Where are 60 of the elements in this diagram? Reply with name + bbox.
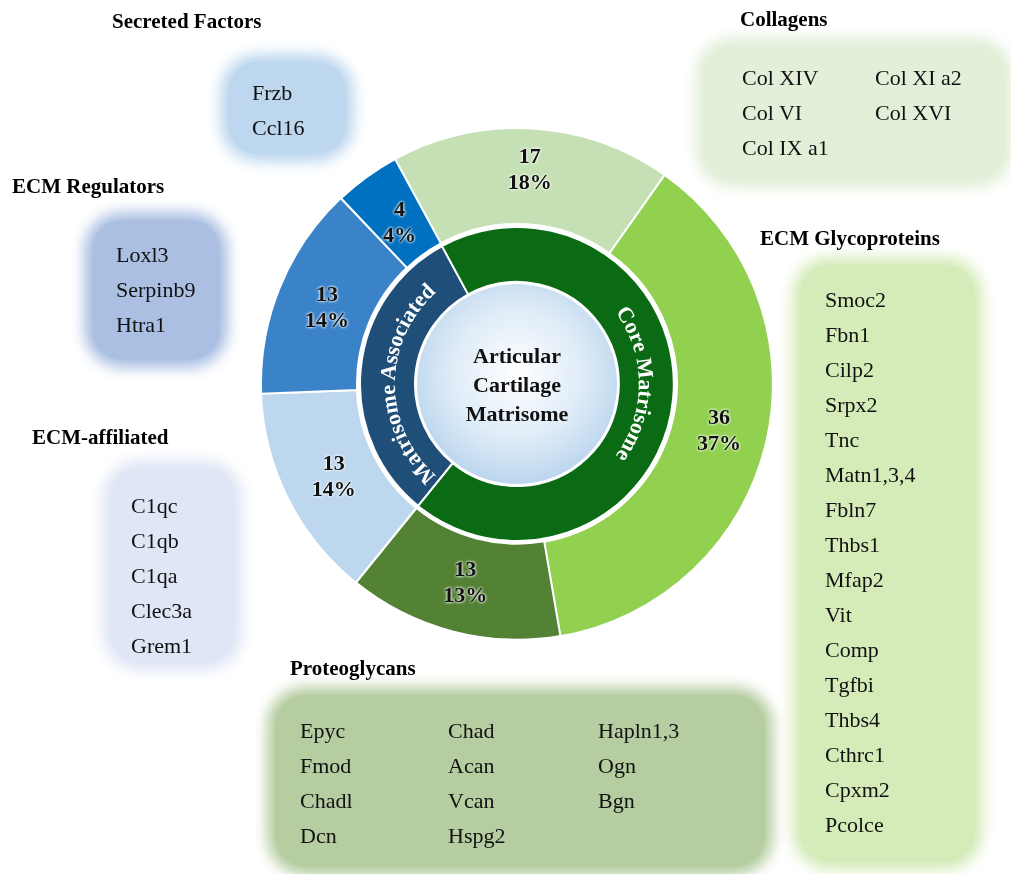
gene-name: Clec3a [131,597,194,625]
gene-name: C1qc [131,492,179,520]
gene-name: Cpxm2 [825,776,891,804]
slice-percent: 14% [305,306,350,333]
gene-name: Col IX a1 [742,134,830,162]
gene-name: Col XVI [875,99,953,127]
gene-name: Matn1,3,4 [825,461,917,489]
group-heading: Collagens [740,7,828,32]
gene-name: Loxl3 [116,241,170,269]
gene-name: Htra1 [116,311,168,339]
gene-name: Smoc2 [825,286,888,314]
slice-count: 13 [454,556,477,583]
slice-count: 36 [707,403,730,430]
gene-name: Vcan [448,787,496,815]
gene-name: Fbln7 [825,496,878,524]
slice-count: 13 [316,280,339,307]
gene-name: Chadl [300,787,354,815]
group-heading: ECM Glycoproteins [760,226,940,251]
gene-name: Vit [825,601,853,629]
gene-name: Tnc [825,426,861,454]
gene-name: Srpx2 [825,391,879,419]
gene-name: Bgn [598,787,636,815]
gene-name: Thbs1 [825,531,881,559]
gene-name: Cilp2 [825,356,875,384]
group-heading: ECM-affiliated [32,425,169,450]
gene-name: Ogn [598,752,637,780]
slice-count: 4 [393,196,405,223]
gene-name: Chad [448,717,496,745]
gene-name: Comp [825,636,880,664]
gene-name: Acan [448,752,496,780]
gene-name: Col VI [742,99,804,127]
gene-name: Col XIV [742,64,820,92]
slice-percent: 13% [443,582,488,609]
group-heading: ECM Regulators [12,174,165,199]
slice-percent: 37% [696,429,741,456]
gene-name: Grem1 [131,632,194,660]
gene-name: Hapln1,3 [598,717,681,745]
gene-name: Thbs4 [825,706,881,734]
slice-percent: 14% [311,475,356,502]
slice-count: 17 [518,143,541,170]
gene-name: Hspg2 [448,822,507,850]
gene-name: C1qb [131,527,180,555]
gene-name: Ccl16 [252,114,306,142]
gene-name: Pcolce [825,811,885,839]
gene-name: Dcn [300,822,338,850]
group-heading: Secreted Factors [112,9,262,34]
gene-name: Tgfbi [825,671,875,699]
gene-name: Frzb [252,79,294,107]
gene-name: Fmod [300,752,353,780]
gene-name: Col XI a2 [875,64,963,92]
gene-name: Fbn1 [825,321,872,349]
gene-name: Mfap2 [825,566,885,594]
slice-percent: 4% [382,222,416,249]
gene-name: Serpinb9 [116,276,197,304]
gene-name: C1qa [131,562,179,590]
gene-name: Epyc [300,717,347,745]
group-heading: Proteoglycans [290,656,416,681]
slice-count: 13 [322,449,345,476]
slice-percent: 18% [507,169,552,196]
gene-name: Cthrc1 [825,741,886,769]
